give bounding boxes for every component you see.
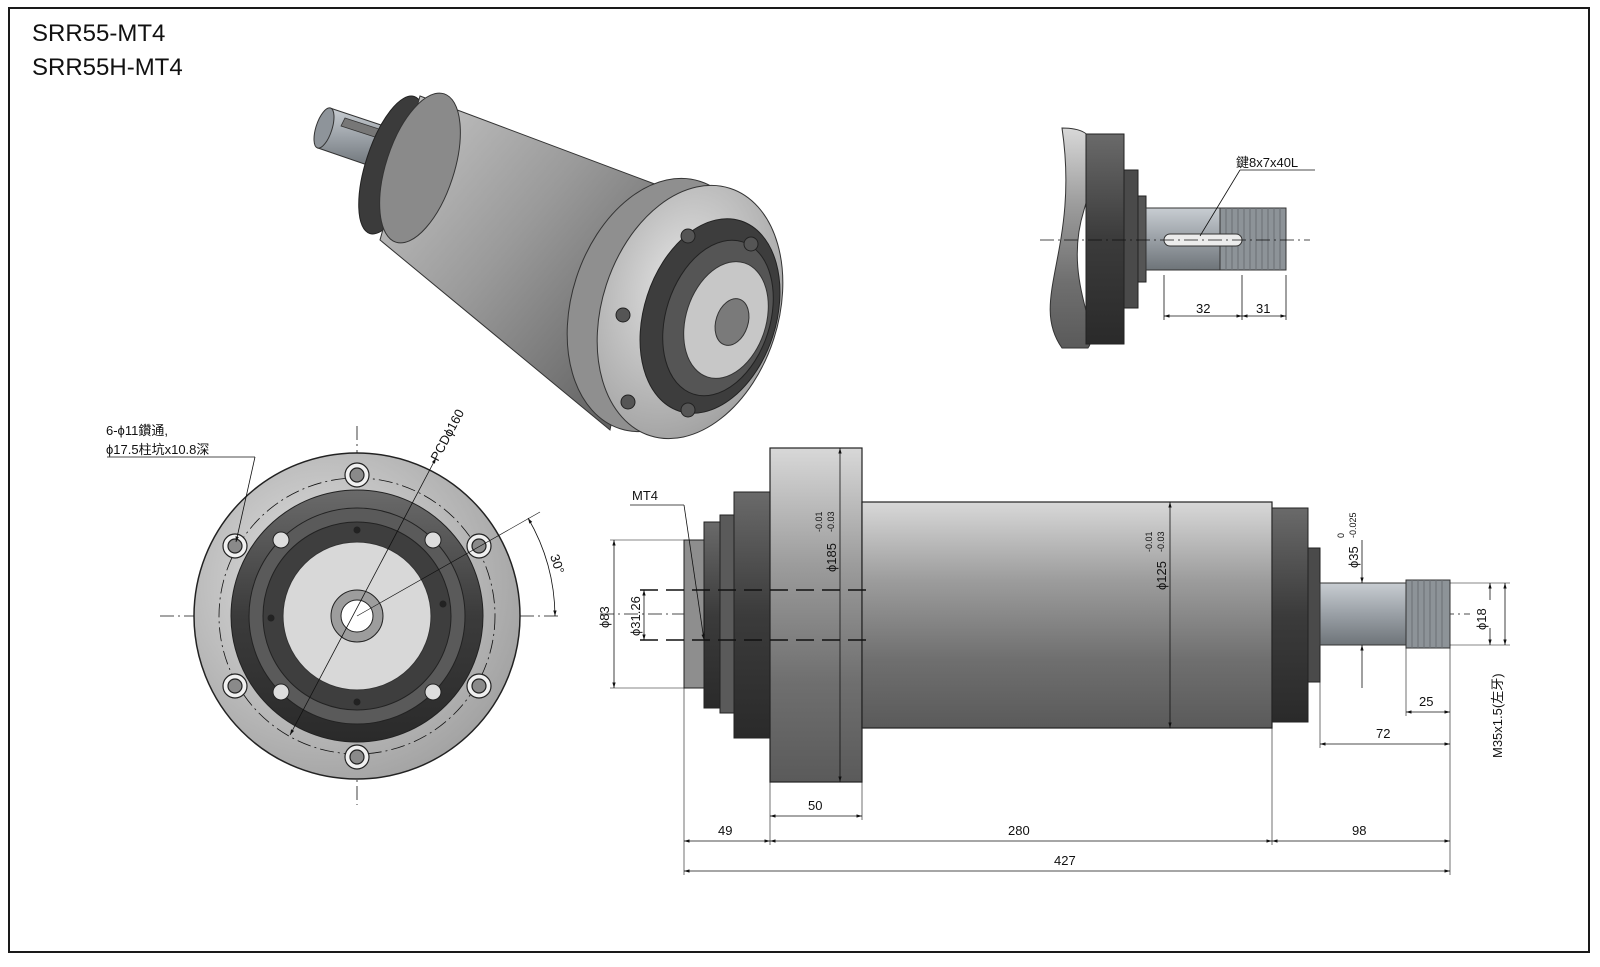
- shaft-detail-view: [1040, 127, 1315, 349]
- holes-callout-line-1: 6-ϕ11鑽通,: [106, 423, 168, 438]
- dim-thread: M35x1.5(左牙): [1490, 673, 1505, 758]
- dim-flange-tol-upper: -0.01: [814, 511, 824, 532]
- dim-body-length: 280: [1008, 823, 1030, 838]
- dim-body-tol-upper: -0.01: [1144, 531, 1154, 552]
- dim-body-dia: ϕ125: [1154, 561, 1169, 590]
- dim-key-length: 32: [1196, 301, 1210, 316]
- dim-shaft-length: 72: [1376, 726, 1390, 741]
- dim-taper-dia: ϕ31.26: [628, 596, 643, 636]
- dim-thread-length-top: 31: [1256, 301, 1270, 316]
- key-callout: 鍵8x7x40L: [1236, 155, 1298, 170]
- dim-small-dia: ϕ18: [1474, 608, 1489, 630]
- holes-callout-line-2: ϕ17.5柱坑x10.8深: [106, 442, 209, 457]
- dim-rear-length: 98: [1352, 823, 1366, 838]
- dim-shaft-tol-upper: 0: [1336, 533, 1346, 538]
- front-view: [107, 426, 558, 805]
- pcd-callout: PCDϕ160: [427, 407, 467, 464]
- side-view: [600, 447, 1510, 875]
- dim-flange-dia: ϕ185: [824, 543, 839, 572]
- dim-body-tol-lower: -0.03: [1156, 531, 1166, 552]
- taper-callout: MT4: [632, 488, 658, 503]
- drawing-frame: [8, 7, 1590, 953]
- dim-bore: ϕ83: [597, 606, 612, 628]
- angle-callout: 30°: [547, 552, 567, 575]
- isometric-view: [313, 92, 784, 440]
- model-title-1: SRR55-MT4: [32, 20, 166, 47]
- dim-flange-tol-lower: -0.03: [826, 511, 836, 532]
- dim-flange-width: 50: [808, 798, 822, 813]
- model-title-2: SRR55H-MT4: [32, 54, 183, 81]
- dim-thread-length: 25: [1419, 694, 1433, 709]
- dim-shaft-tol-lower: -0.025: [1348, 512, 1358, 538]
- dim-shaft-dia: ϕ35: [1346, 546, 1361, 568]
- dim-nose-length: 49: [718, 823, 732, 838]
- dim-total-length: 427: [1054, 853, 1076, 868]
